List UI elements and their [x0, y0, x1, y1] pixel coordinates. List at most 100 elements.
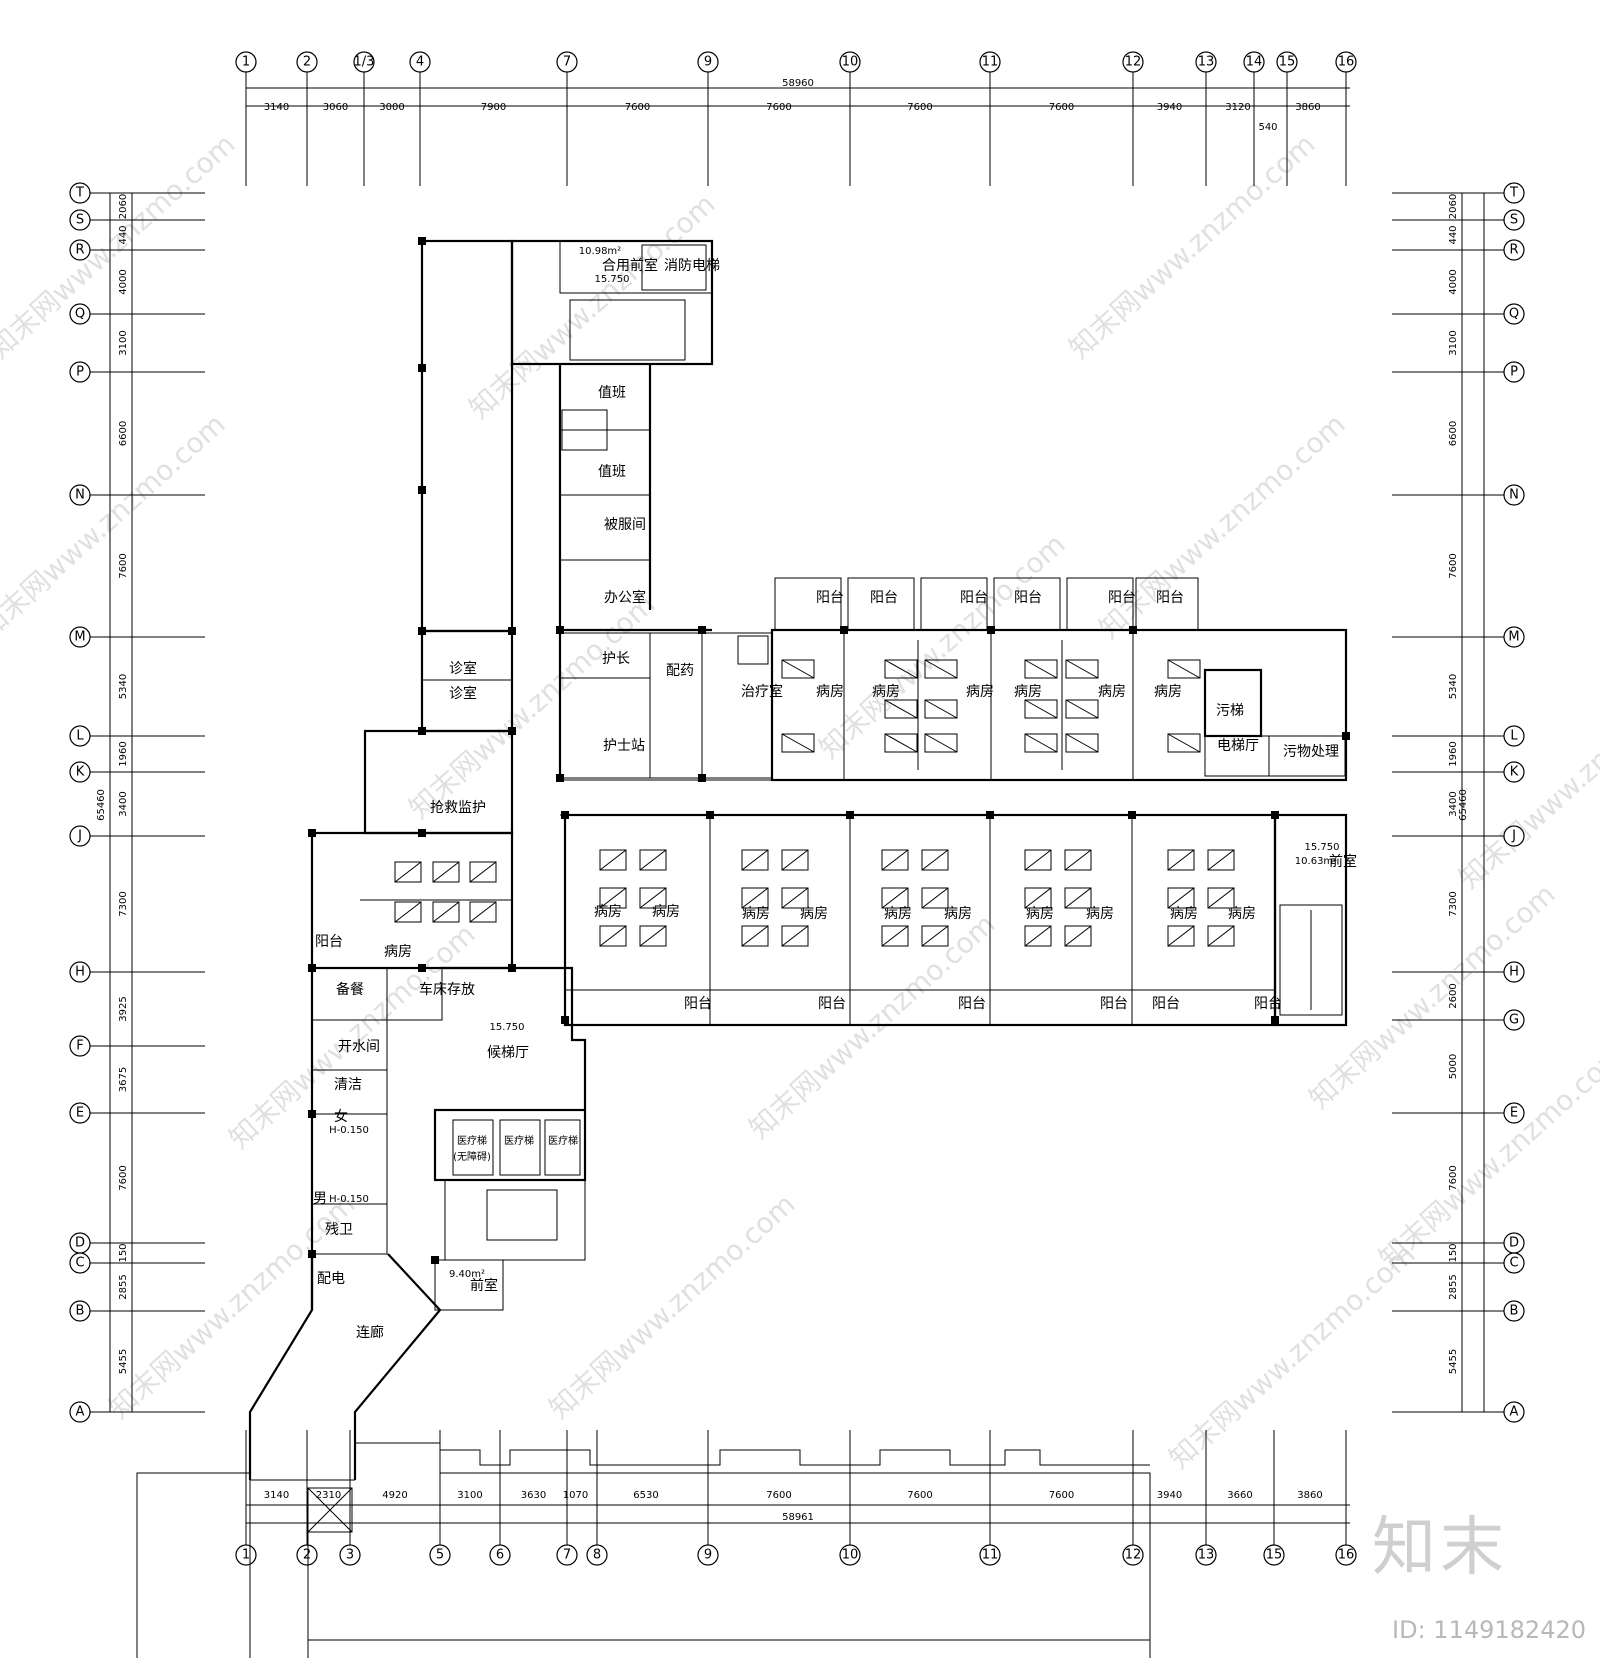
svg-text:S: S	[1510, 213, 1518, 228]
svg-text:M: M	[74, 630, 85, 645]
svg-text:K: K	[1510, 765, 1519, 780]
svg-text:Q: Q	[1509, 307, 1519, 322]
watermark-text: 知末网www.znzmo.com	[813, 527, 1072, 765]
bottom-dim-label: 3660	[1227, 1490, 1252, 1501]
room-male-wc: 男	[313, 1191, 327, 1207]
left-dim-label: 440	[118, 225, 129, 244]
elevation-right-note: 15.750	[1305, 842, 1340, 853]
svg-text:L: L	[76, 729, 84, 744]
axis-bubble-top: 9	[697, 51, 719, 73]
room-ward: 病房	[1170, 906, 1198, 922]
right-dim-label: 2600	[1448, 983, 1459, 1008]
room-med-lift: 医疗梯	[548, 1134, 578, 1147]
room-ward: 病房	[742, 906, 770, 922]
top-dim-label: 7900	[481, 102, 506, 113]
bottom-dim-label: 2310	[316, 1490, 341, 1501]
top-dim-label: 7600	[1049, 102, 1074, 113]
right-dim-label: 5455	[1448, 1349, 1459, 1374]
svg-text:A: A	[76, 1405, 85, 1420]
watermark-text: 知末网www.znzmo.com	[0, 127, 242, 365]
svg-text:9: 9	[704, 1548, 712, 1563]
axis-bubble-left: N	[69, 484, 91, 506]
axis-bubble-left: A	[69, 1401, 91, 1423]
svg-text:J: J	[77, 829, 82, 844]
svg-text:B: B	[1510, 1304, 1519, 1319]
room-office: 办公室	[604, 589, 646, 606]
left-dim-label: 5340	[118, 674, 129, 699]
left-dim-label: 3925	[118, 996, 129, 1021]
top-dim-label: 3940	[1157, 102, 1182, 113]
room-treatment: 治疗室	[741, 683, 783, 700]
bottom-dim-label: 1070	[563, 1490, 588, 1501]
svg-text:D: D	[1509, 1236, 1519, 1251]
left-dimension-chain: 2060440400031006600760053401960340073003…	[118, 194, 129, 1374]
axis-bubble-bottom: 12	[1122, 1544, 1144, 1566]
right-dim-label: 440	[1448, 225, 1459, 244]
svg-text:P: P	[1510, 365, 1518, 380]
axis-bubble-left: P	[69, 361, 91, 383]
left-total-dim: 65460	[96, 789, 107, 821]
axis-bubble-top: 10	[839, 51, 861, 73]
svg-text:5: 5	[436, 1548, 444, 1563]
room-front-2: 前室	[470, 1277, 498, 1294]
watermark-text: 知末网www.znzmo.com	[1063, 127, 1322, 365]
axis-bubble-bottom: 6	[489, 1544, 511, 1566]
room-hall-front: 合用前室	[602, 257, 658, 274]
room-head-nurse: 护长	[602, 651, 630, 667]
brand-logo: 知末	[1372, 1511, 1508, 1585]
svg-text:2: 2	[303, 1548, 311, 1563]
room-ward: 病房	[594, 904, 622, 920]
watermark-text: 知末网www.znzmo.com	[223, 917, 482, 1155]
axis-bubble-right: Q	[1503, 303, 1525, 325]
axis-bubble-right: G	[1503, 1009, 1525, 1031]
svg-text:H: H	[75, 965, 85, 980]
room-ward: 病房	[1026, 906, 1054, 922]
svg-text:D: D	[75, 1236, 85, 1251]
axis-bubble-top: 15	[1276, 51, 1298, 73]
room-nurse-station: 护士站	[603, 738, 645, 754]
axis-bubble-top: 13	[1195, 51, 1217, 73]
svg-text:R: R	[1509, 243, 1518, 258]
room-front-right: 前室	[1329, 853, 1357, 870]
watermark-text: 知末网www.znzmo.com	[1453, 657, 1600, 895]
room-balcony: 阳台	[818, 996, 846, 1012]
svg-text:16: 16	[1338, 1548, 1355, 1563]
left-dim-label: 1960	[118, 741, 129, 766]
svg-text:P: P	[76, 365, 84, 380]
axis-bubble-bottom: 15	[1263, 1544, 1285, 1566]
watermark-text: 知末网www.znzmo.com	[403, 587, 662, 825]
watermark-text: 知末网www.znzmo.com	[1303, 877, 1562, 1115]
svg-text:2: 2	[303, 55, 311, 70]
axis-bubble-right: M	[1503, 626, 1525, 648]
right-dim-label: 2060	[1448, 194, 1459, 219]
svg-text:8: 8	[593, 1548, 601, 1563]
axis-bubble-top: 12	[1122, 51, 1144, 73]
axis-bubble-left: L	[69, 725, 91, 747]
axis-bubble-left: E	[69, 1102, 91, 1124]
left-dim-label: 4000	[118, 269, 129, 294]
svg-text:14: 14	[1246, 55, 1263, 70]
axis-bubble-top: 11	[979, 51, 1001, 73]
left-dim-label: 6600	[118, 421, 129, 446]
bottom-dim-label: 3860	[1297, 1490, 1322, 1501]
brand-id: ID: 1149182420	[1392, 1616, 1586, 1644]
svg-text:1: 1	[242, 55, 250, 70]
svg-text:7: 7	[563, 55, 571, 70]
room-med-lift-accessible: 医疗梯	[457, 1134, 487, 1147]
axis-bubble-bottom: 13	[1195, 1544, 1217, 1566]
svg-text:10: 10	[842, 1548, 859, 1563]
room-balcony: 阳台	[1014, 590, 1042, 606]
bottom-dim-label: 3100	[457, 1490, 482, 1501]
right-dim-label: 5000	[1448, 1054, 1459, 1079]
svg-text:E: E	[1510, 1106, 1518, 1121]
svg-text:15: 15	[1266, 1548, 1283, 1563]
top-dim-label: 3000	[379, 102, 404, 113]
axis-bubble-top: 14	[1243, 51, 1265, 73]
right-dimension-chain: 2060440400031006600760053401960340073002…	[1448, 194, 1459, 1374]
top-dim-label: 7600	[766, 102, 791, 113]
axis-bubble-bottom: 16	[1335, 1544, 1357, 1566]
room-balcony: 阳台	[816, 590, 844, 606]
